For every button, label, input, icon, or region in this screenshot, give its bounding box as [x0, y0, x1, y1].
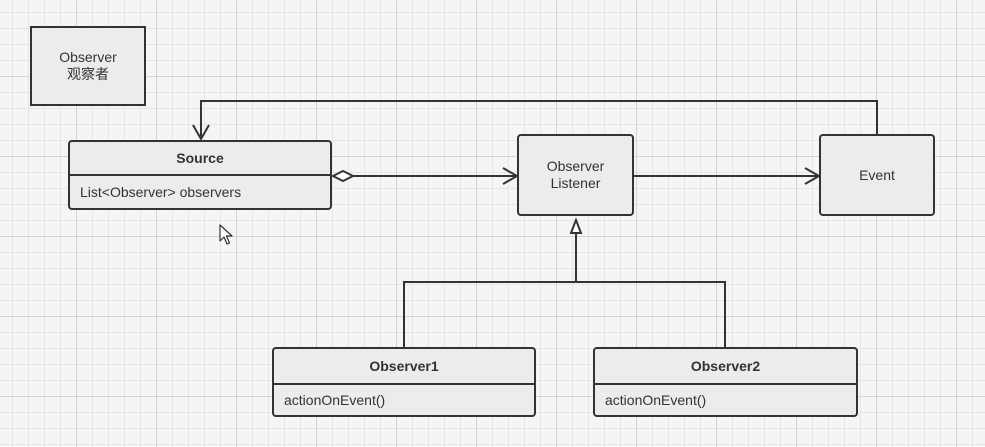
generalization-branches[interactable]: [403, 281, 726, 347]
observer-listener-line2: Listener: [550, 175, 601, 191]
event-to-source-arrowhead: [192, 124, 210, 142]
observer2-class-name: Observer2: [595, 349, 856, 385]
event-box[interactable]: Event: [819, 134, 935, 216]
observer-listener-line1: Observer: [546, 158, 605, 174]
observer-note[interactable]: Observer 观察者: [30, 26, 146, 106]
source-class[interactable]: Source List<Observer> observers: [68, 140, 332, 210]
observer-note-line1: Observer: [59, 49, 117, 65]
aggregation-diamond: [330, 169, 356, 183]
mouse-pointer-icon: [219, 224, 233, 245]
observer1-class[interactable]: Observer1 actionOnEvent(): [272, 347, 536, 417]
event-label: Event: [859, 166, 895, 183]
generalization-triangle: [569, 217, 583, 234]
event-to-source-connector[interactable]: [200, 100, 878, 138]
observer1-class-method: actionOnEvent(): [284, 392, 386, 408]
source-class-name: Source: [70, 142, 330, 176]
observer-listener[interactable]: Observer Listener: [517, 134, 634, 216]
source-class-attribute: List<Observer> observers: [80, 184, 242, 200]
observer1-class-name: Observer1: [274, 349, 534, 385]
observer-note-line2: 观察者: [67, 66, 109, 82]
observer2-class[interactable]: Observer2 actionOnEvent(): [593, 347, 858, 417]
observer2-class-method: actionOnEvent(): [605, 392, 707, 408]
